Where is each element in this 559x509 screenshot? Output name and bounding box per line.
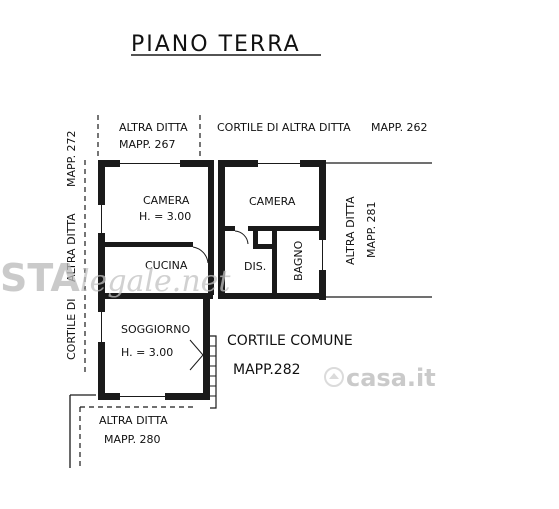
watermark-left-italic: legale.net: [80, 264, 231, 299]
cortile-262-label: CORTILE DI ALTRA DITTA: [217, 121, 351, 134]
mapp-282-label: MAPP.282: [233, 362, 301, 378]
door-swings: [189, 230, 249, 371]
camera-1-height: H. = 3.00: [139, 210, 191, 223]
camera-1-label: CAMERA: [143, 194, 190, 207]
property-boundaries: [69, 115, 432, 468]
mapp-267-label: MAPP. 267: [119, 138, 176, 151]
soggiorno-label: SOGGIORNO: [121, 323, 190, 336]
mapp-262-label: MAPP. 262: [371, 121, 428, 134]
interior-walls: [105, 226, 319, 296]
watermark-left-bold: STA: [0, 256, 80, 300]
watermark-right: casa.it: [346, 364, 436, 392]
dis-label: DIS.: [244, 260, 266, 273]
windows: [98, 160, 326, 400]
mapp-272-label: MAPP. 272: [65, 130, 78, 187]
camera-2-label: CAMERA: [249, 195, 296, 208]
altra-ditta-280-label: ALTRA DITTA: [99, 414, 168, 427]
mapp-281-label: MAPP. 281: [365, 201, 378, 258]
exterior-stair: [210, 335, 217, 409]
bagno-label: BAGNO: [292, 240, 305, 281]
mapp-280-label: MAPP. 280: [104, 433, 161, 446]
altra-ditta-left-label: ALTRA DITTA: [65, 213, 78, 282]
altra-ditta-267-label: ALTRA DITTA: [119, 121, 188, 134]
altra-ditta-281-label: ALTRA DITTA: [344, 196, 357, 265]
plan-title: PIANO TERRA: [131, 32, 301, 57]
cortile-left-label: CORTILE DI: [65, 299, 78, 360]
watermark-casa-logo-icon: [324, 367, 344, 387]
cucina-label: CUCINA: [145, 259, 188, 272]
soggiorno-height: H. = 3.00: [121, 346, 173, 359]
cortile-comune-label: CORTILE COMUNE: [227, 333, 353, 349]
